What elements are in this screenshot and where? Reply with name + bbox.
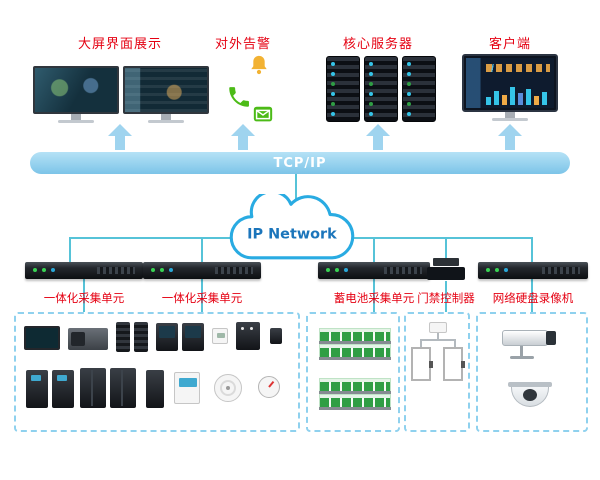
label-battery-collector: 蓄电池采集单元 — [333, 291, 415, 305]
precision-ac-icon — [134, 322, 148, 352]
label-collector-unit-1: 一体化采集单元 — [43, 291, 125, 305]
battery-cabinet-icon — [80, 368, 106, 408]
device-collector-unit-2 — [143, 262, 261, 279]
tcpip-label: TCP/IP — [273, 155, 327, 171]
up-arrow-icon — [231, 124, 255, 150]
server-cabinet-icon — [110, 368, 136, 408]
client-screen — [462, 54, 558, 112]
connector-line — [531, 237, 533, 262]
sensor-icon — [270, 328, 282, 344]
monitor-icon — [156, 323, 178, 351]
monitor-screen — [33, 66, 119, 114]
bell-icon — [248, 54, 270, 80]
wire-line — [420, 339, 456, 341]
dome-camera-icon — [508, 382, 552, 410]
zone-equipment-room — [14, 312, 300, 432]
ups-icon — [26, 370, 48, 408]
monitor-screen — [123, 66, 209, 114]
connector-line — [295, 174, 297, 208]
distribution-box-icon — [236, 322, 260, 350]
generator-icon — [68, 328, 108, 350]
bullet-camera-icon — [502, 330, 562, 362]
label-core-server: 核心服务器 — [342, 37, 413, 52]
wire-line — [437, 333, 439, 339]
server-rack-icon — [326, 56, 360, 122]
label-collector-unit-2: 一体化采集单元 — [161, 291, 243, 305]
device-nvr — [478, 262, 588, 279]
device-access-controller — [427, 258, 465, 280]
wall-monitor-1 — [33, 66, 119, 123]
up-arrow-icon — [498, 124, 522, 150]
server-rack-icon — [364, 56, 398, 122]
battery-bank-icon — [319, 378, 391, 410]
zone-video-surveillance — [476, 312, 588, 432]
access-controller-icon — [429, 322, 447, 333]
tcpip-bus-bar: TCP/IP — [30, 152, 570, 174]
precision-ac-icon — [116, 322, 130, 352]
led-display-icon — [24, 326, 60, 350]
battery-bank-icon — [319, 328, 391, 360]
pressure-gauge-icon — [258, 376, 280, 398]
monitor-stand — [505, 112, 515, 118]
connector-line — [445, 281, 447, 312]
label-client: 客户端 — [488, 37, 531, 52]
label-access-controller: 门禁控制器 — [417, 291, 475, 305]
server-rack-icon — [402, 56, 436, 122]
client-monitor — [462, 54, 558, 121]
monitor-base — [492, 118, 528, 121]
thermostat-icon — [212, 328, 228, 344]
connector-line — [373, 279, 375, 312]
tower-server-icon — [146, 370, 164, 408]
connector-line — [69, 237, 71, 262]
door-frame-icon — [411, 347, 433, 381]
label-external-alarm: 对外告警 — [214, 37, 271, 52]
ip-network-label: IP Network — [247, 226, 337, 242]
up-arrow-icon — [366, 124, 390, 150]
connector-line — [445, 237, 447, 258]
connector-line — [373, 237, 375, 262]
device-collector-unit-1 — [25, 262, 143, 279]
ups-icon — [52, 370, 74, 408]
phone-icon — [226, 84, 252, 114]
label-big-screen-display: 大屏界面展示 — [77, 37, 162, 52]
connector-line — [201, 279, 203, 312]
wire-line — [454, 339, 456, 347]
zone-access-control — [404, 312, 470, 432]
wall-monitor-2 — [123, 66, 209, 123]
wire-line — [420, 339, 422, 347]
monitor-base — [58, 120, 94, 123]
monitor-stand — [161, 114, 171, 120]
monitor-base — [148, 120, 184, 123]
connector-line — [531, 279, 533, 312]
monitor-icon — [182, 323, 204, 351]
device-battery-collector — [318, 262, 430, 279]
zone-battery-room — [306, 312, 400, 432]
network-cloud-icon: IP Network — [218, 190, 368, 264]
power-meter-icon — [174, 372, 200, 404]
smoke-detector-icon — [214, 374, 242, 402]
sms-icon — [252, 104, 274, 130]
connector-line — [201, 237, 203, 262]
monitor-stand — [71, 114, 81, 120]
connector-line — [83, 279, 85, 312]
door-frame-icon — [443, 347, 465, 381]
label-nvr: 网络硬盘录像机 — [492, 291, 574, 305]
up-arrow-icon — [108, 124, 132, 150]
